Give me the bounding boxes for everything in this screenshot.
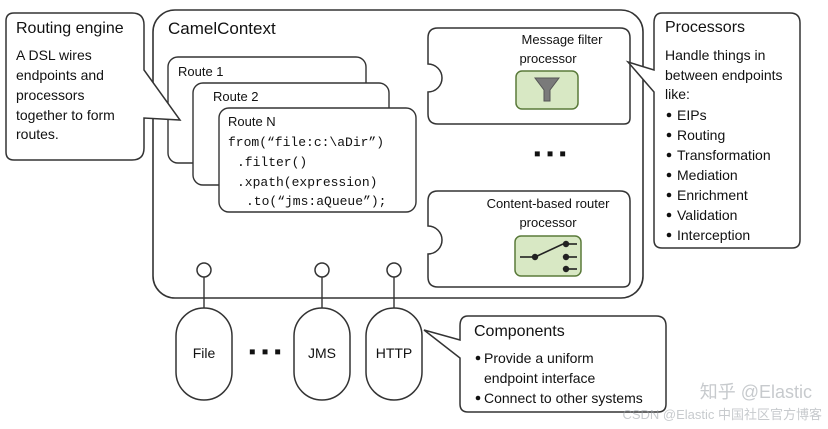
content-router-label: Content-based router <box>487 196 611 211</box>
endpoint-port <box>196 262 212 278</box>
routing-engine-title: Routing engine <box>16 20 124 37</box>
routing-engine-line: routes. <box>16 126 59 142</box>
components-ellipsis: ▪ ▪ ▪ <box>249 341 281 363</box>
processors-list-item: EIPs <box>677 107 707 123</box>
route-2-label: Route 2 <box>213 89 259 104</box>
components-callout: Components Provide a uniform endpoint in… <box>423 315 667 413</box>
routing-engine-line: together to form <box>16 107 115 123</box>
content-router-label: processor <box>519 215 577 230</box>
router-switch-icon <box>514 235 582 277</box>
endpoint-port <box>386 262 402 278</box>
route-code-line: .to(“jms:aQueue”); <box>246 194 386 209</box>
routing-engine-line: A DSL wires <box>16 47 92 63</box>
message-filter-processor: Message filter processor <box>427 27 631 125</box>
processors-list-item: Transformation <box>677 147 771 163</box>
file-component <box>175 307 233 401</box>
processors-callout: Processors Handle things in between endp… <box>625 12 801 249</box>
processors-list-item: Mediation <box>677 167 738 183</box>
file-component-label: File <box>193 345 216 361</box>
filter-funnel-icon <box>515 70 579 110</box>
processors-list-item: Enrichment <box>677 187 748 203</box>
endpoint-connectors <box>196 262 402 308</box>
route-n-card <box>218 107 417 213</box>
components-item-continued: endpoint interface <box>484 370 596 386</box>
processors-intro-line: Handle things in <box>665 47 765 63</box>
processors-list-item: Routing <box>677 127 725 143</box>
watermark-sub: CSDN @Elastic 中国社区官方博客 <box>622 407 822 422</box>
routing-engine-line: processors <box>16 87 84 103</box>
route-1-label: Route 1 <box>178 64 224 79</box>
components-item: Provide a uniform <box>484 350 594 366</box>
jms-component-label: JMS <box>308 345 336 361</box>
route-stack: Route 1 Route 2 Route N from(“file:c:\aD… <box>167 56 417 213</box>
processors-intro-line: between endpoints <box>665 67 783 83</box>
route-code-line: from(“file:c:\aDir”) <box>228 135 384 150</box>
processors-intro-line: like: <box>665 86 690 102</box>
watermark: 知乎 @Elastic CSDN @Elastic 中国社区官方博客 <box>622 382 822 422</box>
processors-list-item: Validation <box>677 207 737 223</box>
processors-title: Processors <box>665 19 745 36</box>
message-filter-label: Message filter <box>522 32 604 47</box>
components-endpoints: File ▪ ▪ ▪ JMS HTTP <box>175 307 423 401</box>
endpoint-port <box>314 262 330 278</box>
processors-ellipsis: ▪ ▪ ▪ <box>534 143 566 165</box>
processors-list: EIPs Routing Transformation Mediation En… <box>666 107 771 243</box>
components-item: Connect to other systems <box>484 390 643 406</box>
watermark-main: 知乎 @Elastic <box>700 382 812 402</box>
camel-context-title: CamelContext <box>168 19 276 38</box>
processors-list-item: Interception <box>677 227 750 243</box>
http-component-label: HTTP <box>376 345 413 361</box>
route-code-line: .filter() <box>237 155 307 170</box>
route-n-label: Route N <box>228 114 276 129</box>
routing-engine-line: endpoints and <box>16 67 104 83</box>
content-router-processor: Content-based router processor <box>427 190 631 288</box>
route-code-line: .xpath(expression) <box>237 175 377 190</box>
jms-component <box>293 307 351 401</box>
message-filter-label: processor <box>519 51 577 66</box>
routing-engine-callout: Routing engine A DSL wires endpoints and… <box>5 12 182 161</box>
http-component <box>365 307 423 401</box>
components-title: Components <box>474 323 565 340</box>
